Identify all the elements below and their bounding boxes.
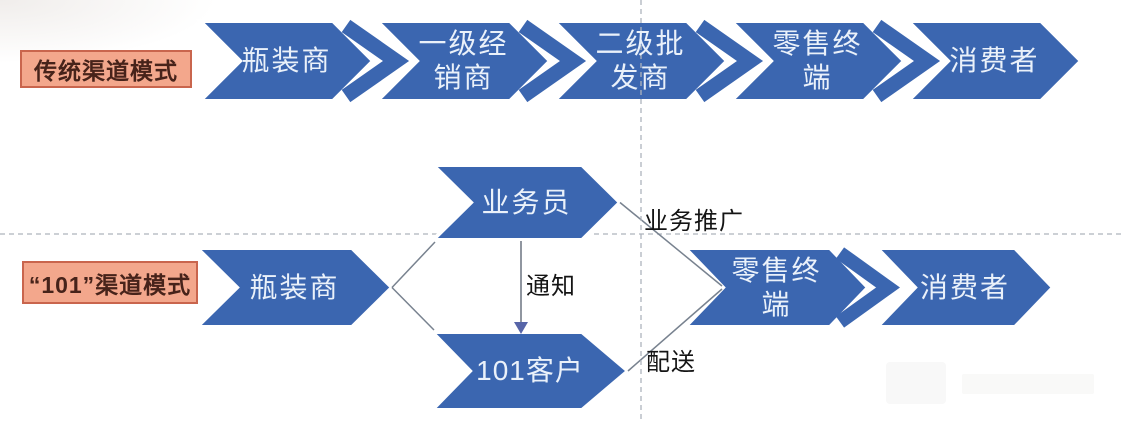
chevron-connector-band-3 (695, 19, 764, 103)
chevron-traditional-distributor (372, 19, 553, 103)
step-label-101-salesman: 业务员 (481, 186, 572, 218)
step-label-101-customer: 101客户 (476, 355, 584, 387)
chevron-connector-band-2 (518, 19, 587, 103)
chevron-connector-band-4 (872, 19, 941, 103)
chevron-traditional-retail (726, 19, 907, 103)
step-label-101-bottler: 瓶装商 (249, 271, 340, 303)
chevron-traditional-consumer (903, 19, 1084, 103)
chevron-101-salesman (428, 163, 623, 242)
notify-arrowhead-icon (514, 322, 528, 334)
chevron-connector-band-5 (835, 247, 900, 328)
chevron-101-customer (427, 330, 632, 412)
edge-label-promotion: 业务推广 (644, 208, 744, 235)
edge-label-delivery: 配送 (646, 349, 696, 376)
line-salesman-to-retail (619, 201, 723, 287)
step-label-101-consumer: 消费者 (919, 271, 1010, 303)
step-label-traditional-consumer: 消费者 (949, 45, 1040, 77)
chevron-traditional-wholesaler (549, 19, 730, 103)
watermark-logo (886, 362, 946, 404)
chevron-101-retail (680, 246, 871, 329)
step-label-traditional-bottler: 瓶装商 (241, 45, 332, 77)
step-label-traditional-retail: 零售终 端 (772, 28, 863, 93)
line-bottler-to-customer (391, 286, 435, 331)
edge-label-notify: 通知 (526, 273, 576, 300)
chevron-101-bottler (192, 246, 395, 329)
chevron-traditional-bottler (195, 19, 376, 103)
step-label-traditional-distributor: 一级经 销商 (418, 28, 509, 93)
step-label-101-retail: 零售终 端 (731, 254, 822, 320)
watermark-text (962, 374, 1094, 394)
traditional-model-label: 传统渠道模式 (20, 50, 192, 88)
line-bottler-to-salesman (391, 241, 436, 289)
model-101-label: “101”渠道模式 (22, 261, 198, 304)
chevron-connector-band-1 (341, 19, 410, 103)
line-customer-to-retail (627, 288, 723, 372)
step-label-traditional-wholesaler: 二级批 发商 (595, 28, 686, 93)
chevron-101-consumer (872, 246, 1056, 329)
